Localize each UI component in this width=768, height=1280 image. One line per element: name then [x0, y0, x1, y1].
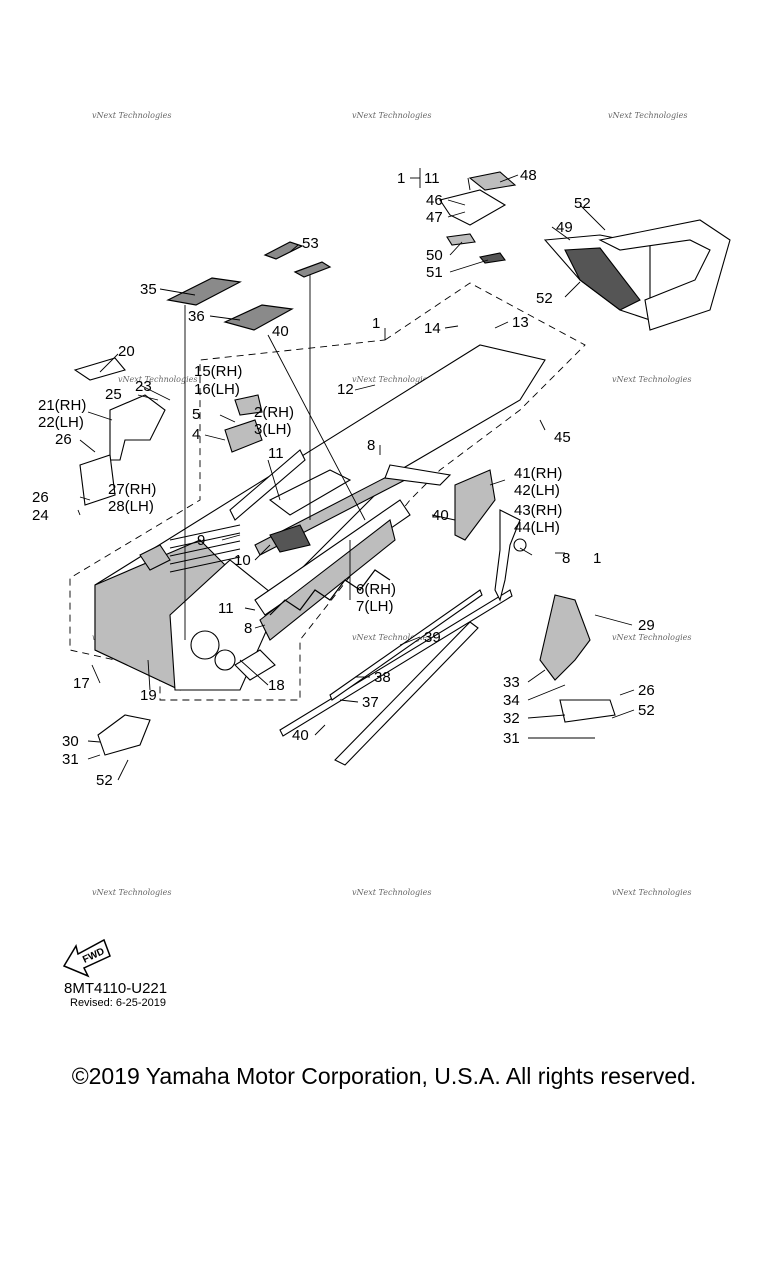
callout-36: 36	[188, 308, 205, 325]
callout-1: 1	[397, 170, 405, 187]
callout-52: 52	[536, 290, 553, 307]
diagram-code: 8MT4110-U221	[64, 980, 168, 997]
watermarks: vNext Technologies vNext Technologies vN…	[92, 111, 691, 897]
callout-48: 48	[520, 167, 537, 184]
callout-51: 51	[426, 264, 443, 281]
watermark: vNext Technologies	[352, 375, 431, 384]
callout-16: 16(LH)	[194, 381, 240, 398]
callout-52: 52	[96, 772, 113, 789]
callout-28: 28(LH)	[108, 498, 154, 515]
callout-24: 24	[32, 507, 49, 524]
traction-mats	[166, 241, 332, 331]
watermark: vNext Technologies	[352, 633, 431, 642]
callout-5: 5	[192, 406, 200, 423]
callout-26: 26	[55, 431, 72, 448]
callout-13: 13	[512, 314, 529, 331]
callout-50: 50	[426, 247, 443, 264]
rods-trim	[279, 589, 513, 766]
callout-1: 1	[372, 315, 380, 332]
callout-26: 26	[638, 682, 655, 699]
rear-bumper	[439, 171, 731, 331]
callout-14: 14	[424, 320, 441, 337]
callout-31: 31	[62, 751, 79, 768]
callout-9: 9	[197, 532, 205, 549]
callout-4: 4	[192, 426, 200, 443]
watermark: vNext Technologies	[92, 888, 171, 897]
watermark: vNext Technologies	[612, 888, 691, 897]
callout-11: 11	[218, 600, 234, 617]
callout-10: 10	[234, 552, 251, 569]
callout-12: 12	[337, 381, 354, 398]
callout-1: 1	[593, 550, 601, 567]
callout-30: 30	[62, 733, 79, 750]
frame-rails	[229, 449, 452, 641]
callout-3: 3(LH)	[254, 421, 292, 438]
callout-38: 38	[374, 669, 391, 686]
watermark: vNext Technologies	[612, 633, 691, 642]
copyright-text: ©2019 Yamaha Motor Corporation, U.S.A. A…	[71, 1063, 697, 1089]
callout-46: 46	[426, 192, 443, 209]
callout-17: 17	[73, 675, 90, 692]
callout-25: 25	[105, 386, 122, 403]
callout-34: 34	[503, 692, 520, 709]
leader-lines	[77, 168, 635, 781]
parts-diagram: vNext Technologies vNext Technologies vN…	[32, 111, 731, 897]
callout-41: 41(RH)	[514, 465, 562, 482]
callout-37: 37	[362, 694, 379, 711]
callout-11: 11	[424, 170, 440, 187]
revised-date: Revised: 6-25-2019	[70, 997, 167, 1009]
watermark: vNext Technologies	[608, 111, 687, 120]
callout-8: 8	[367, 437, 375, 454]
left-parts	[73, 357, 616, 756]
callout-21: 21(RH)	[38, 397, 86, 414]
callout-23: 23	[135, 378, 152, 395]
callout-32: 32	[503, 710, 520, 727]
callout-18: 18	[268, 677, 285, 694]
callouts: 1 11 48 46 47 52 49 50 51 52 53 35 36 40…	[32, 167, 655, 789]
callout-15: 15(RH)	[194, 363, 242, 380]
watermark: vNext Technologies	[92, 111, 171, 120]
callout-39: 39	[424, 629, 441, 646]
callout-40: 40	[432, 507, 449, 524]
fwd-arrow: FWD	[62, 936, 122, 983]
callout-8: 8	[244, 620, 252, 637]
callout-44: 44(LH)	[514, 519, 560, 536]
callout-40: 40	[272, 323, 289, 340]
callout-31: 31	[503, 730, 520, 747]
callout-45: 45	[554, 429, 571, 446]
callout-33: 33	[503, 674, 520, 691]
callout-49: 49	[556, 219, 573, 236]
fwd-arrow-icon: FWD	[62, 938, 111, 978]
callout-29: 29	[638, 617, 655, 634]
callout-42: 42(LH)	[514, 482, 560, 499]
callout-52: 52	[574, 195, 591, 212]
watermark: vNext Technologies	[612, 375, 691, 384]
watermark: vNext Technologies	[352, 888, 431, 897]
callout-7: 7(LH)	[356, 598, 394, 615]
callout-27: 27(RH)	[108, 481, 156, 498]
callout-53: 53	[302, 235, 319, 252]
watermark: vNext Technologies	[352, 111, 431, 120]
callout-26: 26	[32, 489, 49, 506]
callout-22: 22(LH)	[38, 414, 84, 431]
callout-47: 47	[426, 209, 443, 226]
assembly-boundary	[69, 282, 586, 701]
callout-8: 8	[562, 550, 570, 567]
callout-19: 19	[140, 687, 157, 704]
callout-11: 11	[268, 445, 284, 462]
callout-6: 6(RH)	[356, 581, 396, 598]
callout-43: 43(RH)	[514, 502, 562, 519]
callout-20: 20	[118, 343, 135, 360]
callout-2: 2(RH)	[254, 404, 294, 421]
callout-35: 35	[140, 281, 157, 298]
callout-52: 52	[638, 702, 655, 719]
callout-40: 40	[292, 727, 309, 744]
watermark: vNext Technologies	[118, 375, 197, 384]
